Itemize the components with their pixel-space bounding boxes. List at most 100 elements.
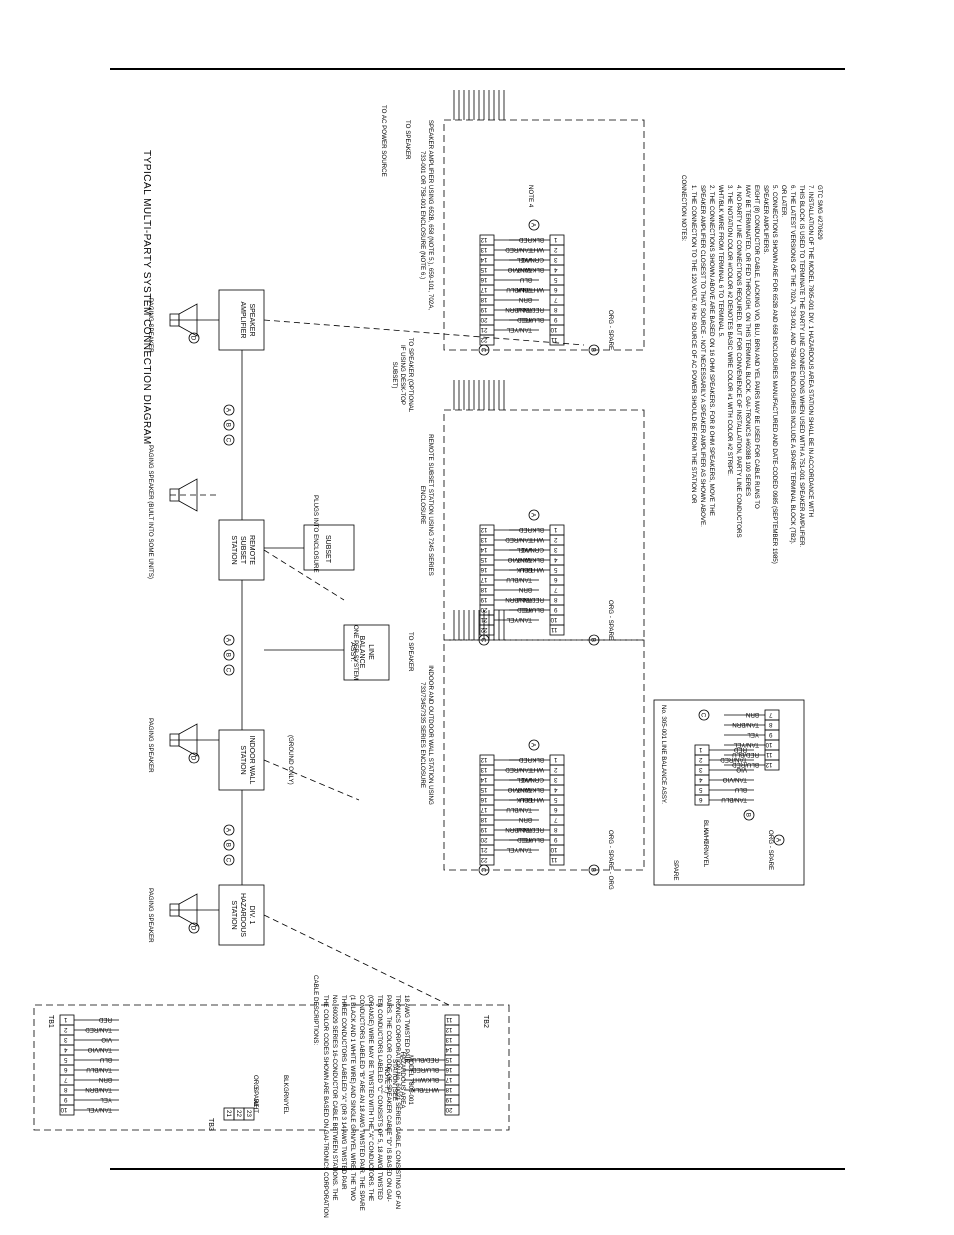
one-per-system-label: ONE PER SYSTEM bbox=[352, 625, 359, 680]
subset-station-panel bbox=[443, 409, 645, 641]
subset-station-left-terminal-box bbox=[479, 624, 495, 636]
cable-letter-circle bbox=[588, 344, 600, 356]
wall-station-left-wire-color: TAN/RED bbox=[505, 766, 532, 773]
wall-station-left-wire-color: TAN/VIO bbox=[508, 786, 532, 793]
amplifier-left-terminal-box bbox=[479, 334, 495, 346]
tb2-terminal-number: 19 bbox=[445, 1096, 452, 1103]
wall-station-right-wire-color: RED/BLU bbox=[517, 826, 544, 833]
tb-extra-label: GRN/YEL bbox=[282, 1087, 289, 1115]
subset-to-speaker-label: TO SPEAKER (OPTIONALIF USING DESK-TOPSUB… bbox=[391, 338, 414, 413]
subset-station-spare-label: ORG - SPARE bbox=[607, 600, 614, 640]
amplifier-right-wire-color: BLK/WHT bbox=[516, 266, 544, 273]
lb-left-terminal-number: 4 bbox=[699, 776, 703, 783]
wall-to-speaker-label: TO SPEAKER bbox=[407, 632, 414, 672]
speaker-cable-letter: D bbox=[190, 926, 197, 931]
tb2-terminal-number: 11 bbox=[446, 1016, 453, 1023]
subset-station-left-wire-color: TAN/VIO bbox=[508, 556, 532, 563]
lb-left-terminal-number: 3 bbox=[699, 766, 703, 773]
connection-note-line: EIGHT (8) CONDUCTOR CABLE, LACKING VIO, … bbox=[753, 185, 760, 509]
wall-station-right-terminal-number: 1 bbox=[554, 756, 558, 763]
tb2-terminal-number: 18 bbox=[445, 1086, 452, 1093]
wall-station-right-wire-color: WHT/BLK bbox=[516, 796, 544, 803]
amplifier-right-terminal-number: 8 bbox=[554, 306, 558, 313]
cable-letter-circle bbox=[528, 739, 540, 751]
backbone-cable-letter: C bbox=[225, 668, 232, 673]
amplifier-title: SPEAKER AMPLIFIER USING 652B, 658 (NOTE … bbox=[419, 120, 434, 310]
cable-descriptions-heading: CABLE DESCRIPTIONS: bbox=[312, 975, 319, 1045]
line-balance-label: LINEBALANCEASSY. bbox=[349, 636, 374, 669]
cable-letter-circle bbox=[588, 634, 600, 646]
wall-station-left-terminal-number: 20 bbox=[480, 836, 487, 843]
subset-station-right-terminal-number: 10 bbox=[550, 616, 557, 623]
backbone-cable-letter: C bbox=[225, 438, 232, 443]
amplifier-letter-b: B bbox=[590, 348, 597, 352]
cable-letter-circle bbox=[188, 332, 200, 344]
amplifier-left-wire-color: RED bbox=[518, 236, 532, 243]
remote-subset-station-block-label: REMOTESUBSETSTATION bbox=[230, 535, 255, 565]
wall-station-left-terminal-number: 14 bbox=[480, 776, 487, 783]
amplifier-right-terminal-number: 7 bbox=[554, 296, 558, 303]
wall-station-letter-a: A bbox=[530, 743, 537, 748]
subset-station-right-terminal-number: 6 bbox=[554, 576, 558, 583]
cable-letter-circle bbox=[188, 922, 200, 934]
tb1-wire-color: VIO bbox=[101, 1036, 112, 1043]
model-7805-panel bbox=[33, 1004, 510, 1131]
amplifier-left-wire-color: TAN/VIO bbox=[508, 266, 532, 273]
cable-description-line: PAIRS. THE COLOR CODE OF SPEAKER CABLE "… bbox=[385, 995, 392, 1202]
connection-note-line: 5. CONNECTIONS SHOWN ARE FOR 652B AND 65… bbox=[771, 185, 778, 564]
amplifier-left-wire-color: TAN/YEL bbox=[506, 326, 532, 333]
paging-speaker-amp-horn bbox=[178, 303, 198, 337]
connection-note-line: SPEAKER AMPLIFIERS. bbox=[762, 185, 769, 254]
tb1-wire-color: BRN bbox=[99, 1076, 112, 1083]
connection-note-line: 1. THE CONNECTION TO THE 120 VOLT, 60 Hz… bbox=[690, 185, 697, 504]
amplifier-right-wire-color: RED/BLU bbox=[517, 306, 544, 313]
amplifier-left-wire-color: VIO bbox=[521, 256, 532, 263]
paging-speaker-wall-horn bbox=[178, 723, 198, 757]
subset-station-right-wire-color: RED/BLU bbox=[517, 596, 544, 603]
subset-station-left-terminal-number: 13 bbox=[480, 536, 487, 543]
tb1-terminal-number: 6 bbox=[64, 1066, 68, 1073]
connection-note-line: WHT/BLK WIRE FROM TERMINAL 6 TO TERMINAL… bbox=[717, 185, 724, 338]
subset-label: SUBSET bbox=[324, 535, 331, 564]
header-rule bbox=[110, 68, 845, 70]
wall-station-letter-b: B bbox=[590, 868, 597, 872]
wall-station-left-terminal-number: 22 bbox=[480, 856, 487, 863]
subset-station-left-wire-color: RED bbox=[518, 526, 532, 533]
subset-station-left-terminal-number: 14 bbox=[480, 546, 487, 553]
subset-station-left-wire-color: TAN/RED bbox=[505, 536, 532, 543]
amplifier-right-terminal-number: 6 bbox=[554, 286, 558, 293]
tb2-terminal-number: 14 bbox=[445, 1046, 452, 1053]
lb-right-terminal-number: 9 bbox=[769, 731, 773, 738]
footer-rule bbox=[110, 1168, 845, 1170]
lb-right-wire-color: TAN/YEL bbox=[733, 741, 759, 748]
lb-spare-right: ORG - SPARE bbox=[767, 830, 774, 870]
paging-speaker-builtin-horn bbox=[178, 478, 198, 512]
tb2-label: TB2 bbox=[482, 1015, 489, 1028]
lb-spare-left: SPARE bbox=[672, 860, 679, 881]
wall-station-right-terminal-number: 11 bbox=[551, 856, 558, 863]
subset-station-left-wire-color: TAN/BLU bbox=[506, 576, 532, 583]
connection-note-line: 7. INSTALLATION OF THE MODEL 7805-001 DI… bbox=[807, 185, 814, 517]
wall-station-right-terminal-number: 10 bbox=[550, 846, 557, 853]
diagram-rotated-group: TYPICAL MULTI-PARTY SYSTEM CONNECTION DI… bbox=[33, 90, 823, 1218]
wall-station-right-terminal-number: 5 bbox=[554, 796, 558, 803]
subset-station-right-wire-color: BLK/WHT bbox=[516, 556, 544, 563]
tb1-terminal-number: 1 bbox=[64, 1016, 68, 1023]
lb-ground-label: GRN/YEL bbox=[702, 840, 709, 868]
tb2-wire-color: BLU/RED bbox=[412, 1066, 439, 1073]
lb-left-wire-color: TAN/VIO bbox=[723, 776, 747, 783]
tb1-terminal-number: 9 bbox=[64, 1096, 68, 1103]
tb3-label: TB3 bbox=[207, 1118, 214, 1131]
tb-extra-label: WHT bbox=[252, 1099, 259, 1113]
subset-station-right-wire-color: BLK bbox=[531, 526, 544, 533]
lb-letter-b: B bbox=[745, 813, 752, 817]
amplifier-left-terminal-number: 14 bbox=[480, 256, 487, 263]
backbone-cable-letter: C bbox=[225, 858, 232, 863]
amplifier-left-terminal-number: 12 bbox=[480, 236, 487, 243]
tb1-wire-color: TAN/VIO bbox=[88, 1046, 112, 1053]
wall-station-right-wire-color: GRN/YEL bbox=[516, 776, 544, 783]
tb2-terminal-box bbox=[444, 1104, 460, 1116]
indoor-wall-station-block-label: INDOOR WALLSTATION bbox=[239, 736, 255, 785]
subset-station-right-wire-color: WHT/BLK bbox=[516, 566, 544, 573]
